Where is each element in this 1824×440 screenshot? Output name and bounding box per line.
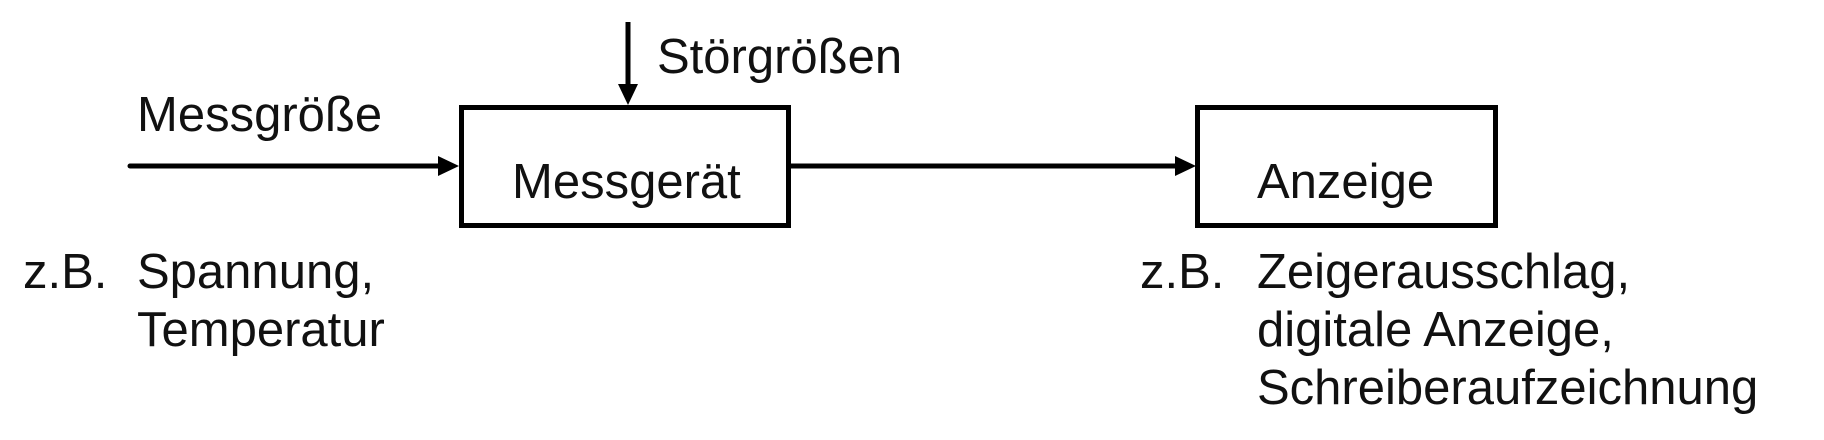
display-box: Anzeige	[1195, 105, 1498, 228]
input-arrow-head-icon	[438, 156, 459, 176]
disturbance-label: Störgrößen	[657, 30, 903, 84]
output-example-2: digitale Anzeige,	[1257, 303, 1614, 357]
output-examples-prefix: z.B.	[1140, 245, 1225, 299]
device-box: Messgerät	[459, 105, 791, 228]
input-example-1: Spannung,	[137, 245, 375, 299]
output-example-1: Zeigerausschlag,	[1257, 245, 1631, 299]
disturbance-arrow-head-icon	[618, 84, 638, 105]
input-examples-prefix: z.B.	[23, 245, 108, 299]
output-arrow-head-icon	[1175, 156, 1196, 176]
input-label: Messgröße	[137, 88, 383, 142]
input-example-2: Temperatur	[137, 303, 385, 357]
device-box-label: Messgerät	[512, 155, 741, 209]
display-box-label: Anzeige	[1257, 155, 1435, 209]
output-example-3: Schreiberaufzeichnung	[1257, 361, 1759, 415]
